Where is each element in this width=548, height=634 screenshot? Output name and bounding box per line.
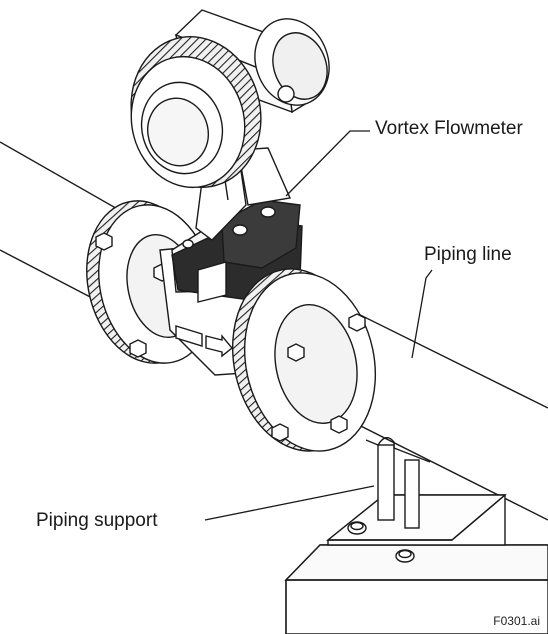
downstream-flange	[231, 268, 377, 452]
leader-lines	[204, 130, 433, 521]
leader-piping-line	[411, 269, 433, 359]
piping-line-label: Piping line	[424, 244, 512, 265]
upstream-pipe	[0, 141, 129, 301]
piping-support-label: Piping support	[36, 510, 158, 531]
vortex-flowmeter-label: Vortex Flowmeter	[375, 118, 523, 139]
converter-housing	[130, 9, 330, 189]
piping-support	[284, 437, 548, 634]
leader-piping-support	[204, 485, 375, 521]
figure-id: F0301.ai	[493, 614, 540, 628]
leader-vortex-flowmeter	[285, 130, 370, 197]
